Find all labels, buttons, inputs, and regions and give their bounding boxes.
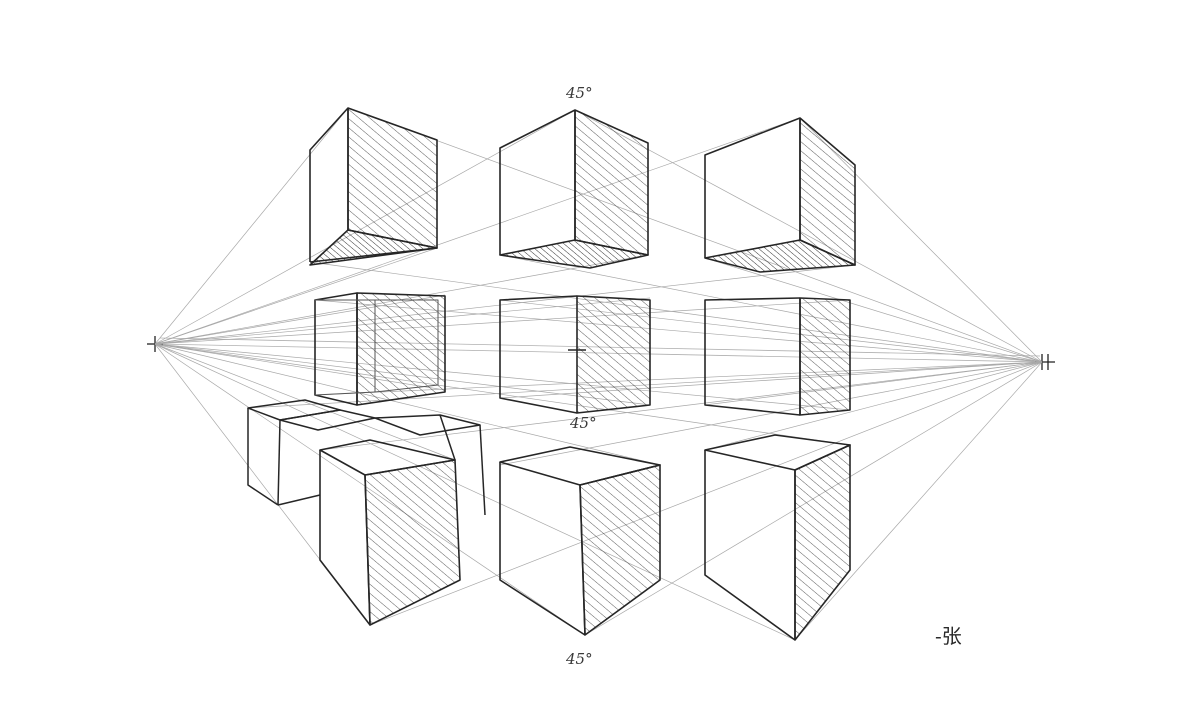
cube-middle-right bbox=[704, 297, 851, 416]
cube-middle-left bbox=[314, 292, 446, 406]
cube-top-left bbox=[309, 107, 438, 266]
annotation-bottom-angle: 45° bbox=[566, 650, 593, 668]
cube-middle-center bbox=[499, 295, 651, 414]
artist-signature: -张 bbox=[935, 624, 962, 648]
annotation-middle-angle: 45° bbox=[570, 414, 597, 432]
small-boxes-left bbox=[247, 399, 486, 516]
annotation-top-angle: 45° bbox=[566, 84, 593, 102]
cube-top-right bbox=[704, 117, 856, 273]
cube-bottom-right bbox=[704, 434, 851, 641]
cube-bottom-center bbox=[499, 446, 661, 636]
cube-bottom-left bbox=[319, 439, 461, 626]
cube-top-center bbox=[499, 109, 649, 269]
